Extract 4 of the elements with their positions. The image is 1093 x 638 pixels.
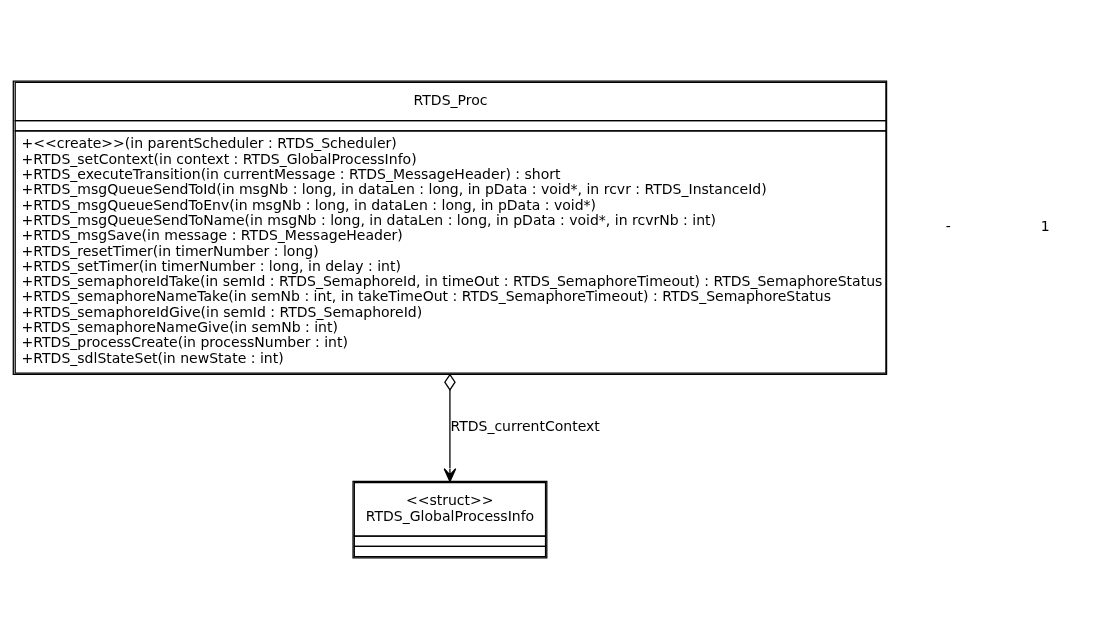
label: - <box>945 217 951 234</box>
arrow <box>443 372 457 482</box>
label: 1 <box>1040 217 1050 234</box>
edge-label: RTDS_currentContext <box>450 417 600 434</box>
